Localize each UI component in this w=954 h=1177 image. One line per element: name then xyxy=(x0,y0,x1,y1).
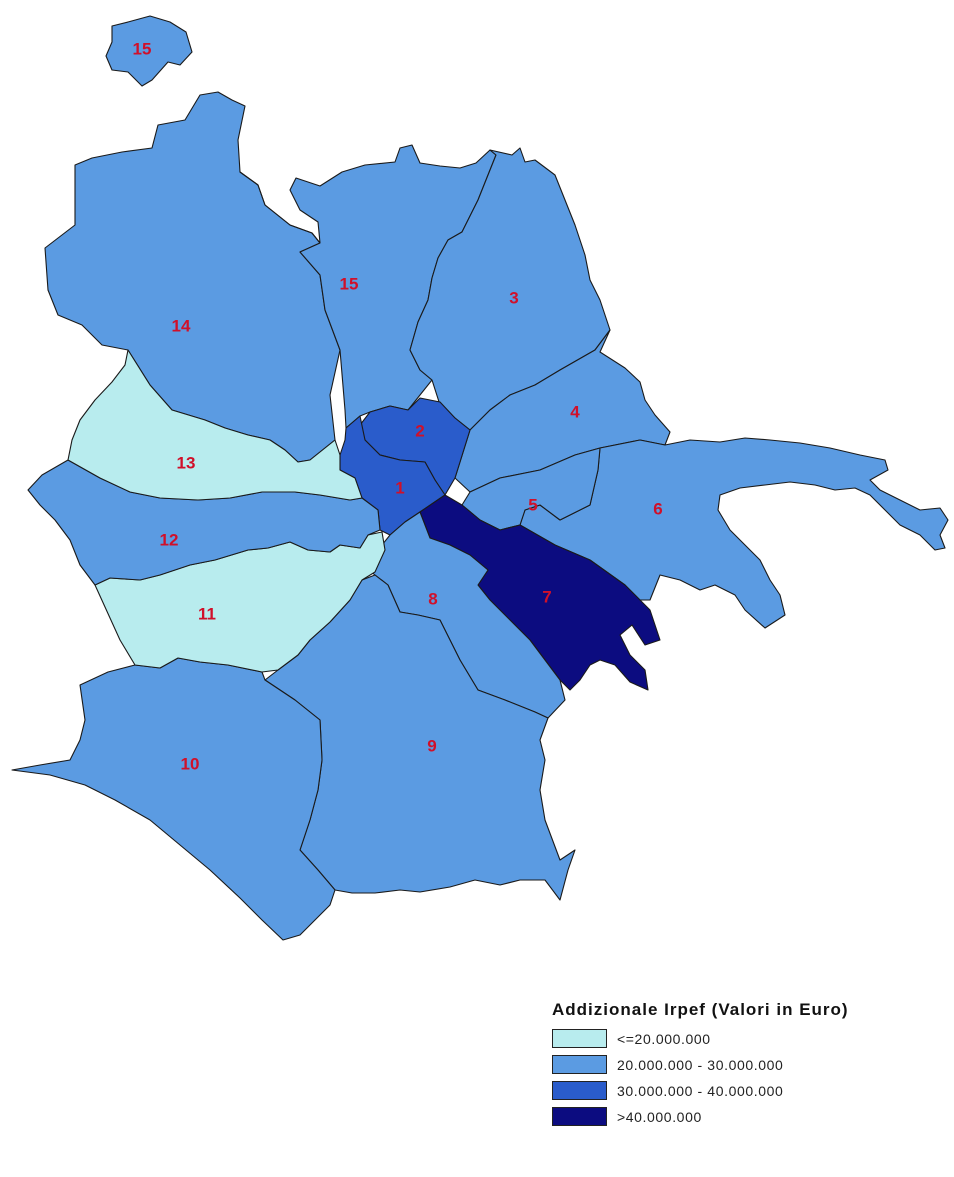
zone-13 xyxy=(67,349,363,501)
zone-label: 10 xyxy=(181,754,200,773)
legend-label: 30.000.000 - 40.000.000 xyxy=(617,1082,784,1099)
legend-swatch xyxy=(552,1055,607,1074)
zone-label: 8 xyxy=(428,589,437,608)
legend-item: 30.000.000 - 40.000.000 xyxy=(552,1080,932,1101)
zone-label: 15 xyxy=(133,39,152,58)
legend-title: Addizionale Irpef (Valori in Euro) xyxy=(552,1000,849,1019)
zone-label: 7 xyxy=(542,587,551,606)
zone-label: 12 xyxy=(160,530,179,549)
zone-label: 9 xyxy=(427,736,436,755)
zone-label: 2 xyxy=(415,421,424,440)
zone-label: 6 xyxy=(653,499,662,518)
legend-item: 20.000.000 - 30.000.000 xyxy=(552,1054,932,1075)
zone-label: 3 xyxy=(509,288,518,307)
zone-label: 5 xyxy=(528,495,537,514)
legend-label: 20.000.000 - 30.000.000 xyxy=(617,1056,784,1073)
zone-label: 11 xyxy=(198,604,216,623)
legend-label: <=20.000.000 xyxy=(617,1030,711,1047)
legend-swatch xyxy=(552,1081,607,1100)
zone-15-exclave xyxy=(105,15,193,87)
zone-14 xyxy=(44,91,341,463)
legend-label: >40.000.000 xyxy=(617,1108,702,1125)
map-legend: Addizionale Irpef (Valori in Euro) <=20.… xyxy=(552,1000,932,1132)
legend-item: >40.000.000 xyxy=(552,1106,932,1127)
zone-label: 1 xyxy=(395,478,404,497)
zone-label: 15 xyxy=(340,274,359,293)
zone-10 xyxy=(11,657,336,941)
legend-swatch xyxy=(552,1107,607,1126)
zone-label: 4 xyxy=(570,402,580,421)
legend-swatch xyxy=(552,1029,607,1048)
zone-label: 14 xyxy=(172,316,191,335)
legend-item: <=20.000.000 xyxy=(552,1028,932,1049)
choropleth-map: 15 15 3 14 4 2 13 1 5 6 12 7 8 11 9 10 xyxy=(11,15,949,941)
zone-label: 13 xyxy=(177,453,196,472)
